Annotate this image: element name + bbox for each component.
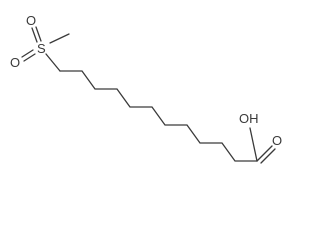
bond-s-chain — [45, 53, 61, 72]
bond-c-oh — [249, 127, 258, 162]
atom-sulfur: S — [37, 41, 46, 56]
bond-s-o-upper-1 — [31, 27, 38, 43]
sulfonyl-group — [21, 26, 70, 72]
atom-carbonyl-oxygen: O — [272, 133, 282, 148]
bond-s-methyl — [49, 33, 70, 44]
atom-hydroxyl: OH — [239, 111, 259, 126]
bond-c-o-double-2 — [260, 148, 276, 164]
bond-c-o-double-1 — [256, 145, 273, 162]
chain-backbone — [59, 70, 258, 162]
atom-oxygen-upper: O — [26, 13, 36, 28]
carboxyl-group — [249, 127, 276, 164]
structural-formula: S O O OH O — [10, 13, 282, 164]
alkyl-chain — [59, 70, 258, 162]
bond-s-o-upper-2 — [35, 26, 42, 42]
atom-oxygen-lower: O — [10, 55, 20, 70]
bond-s-o-lower-2 — [23, 53, 36, 62]
bond-s-o-lower-1 — [21, 49, 34, 58]
